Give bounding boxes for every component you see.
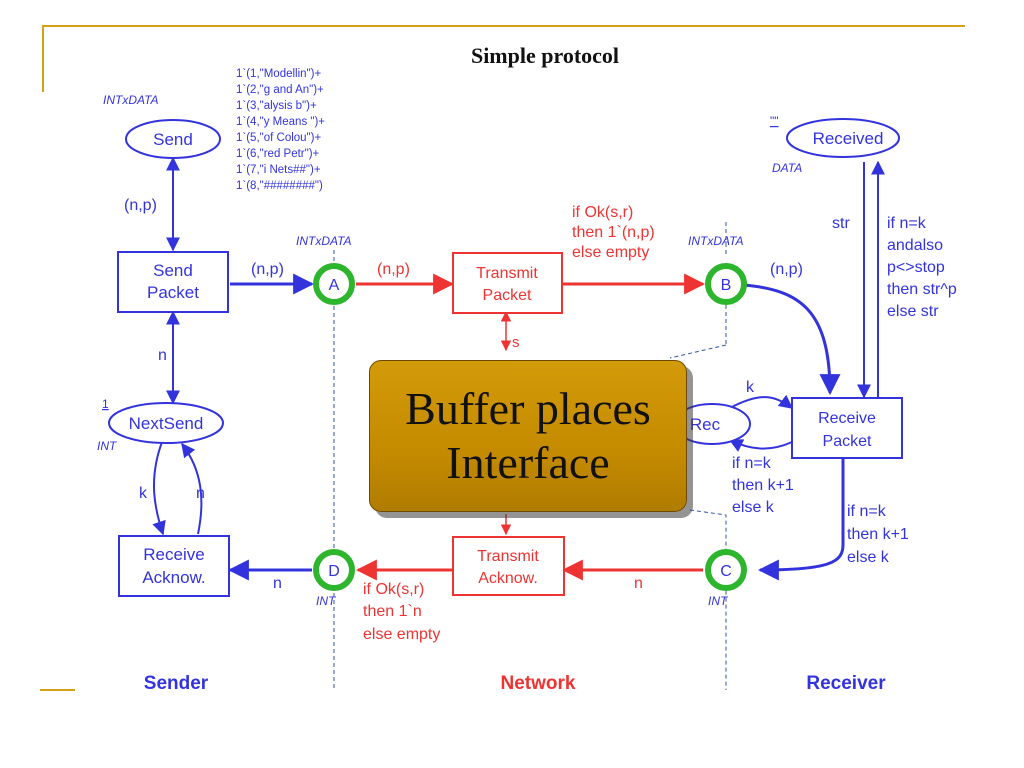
svg-text:1`(8,"########"): 1`(8,"########") (236, 180, 323, 192)
place-send-label: Send (153, 130, 193, 149)
svg-text:s: s (512, 334, 520, 351)
svg-text:k: k (746, 379, 755, 396)
place-c-label: C (720, 563, 732, 580)
svg-text:Receive: Receive (818, 410, 876, 427)
svg-text:str: str (832, 215, 850, 232)
svg-text:k: k (139, 485, 148, 502)
svg-text:n: n (273, 575, 282, 592)
svg-text:Receive: Receive (143, 545, 204, 564)
slide-accent-lines (40, 25, 965, 691)
place-a[interactable]: A (313, 263, 355, 305)
place-received[interactable]: Received (786, 118, 900, 158)
c-type: INT (708, 594, 729, 608)
svg-text:(n,p): (n,p) (377, 261, 410, 278)
nextsend-type: INT (97, 439, 118, 453)
place-send[interactable]: Send (125, 119, 221, 159)
transition-receive-acknow[interactable]: Receive Acknow. (118, 535, 230, 597)
place-rec-label: Rec (690, 415, 721, 434)
transition-transmit-acknow[interactable]: Transmit Acknow. (452, 536, 565, 596)
svg-text:Packet: Packet (823, 433, 872, 450)
svg-text:n: n (634, 575, 643, 592)
svg-text:Send: Send (153, 261, 193, 280)
place-received-label: Received (813, 129, 884, 148)
section-receiver: Receiver (806, 673, 886, 694)
place-b[interactable]: B (705, 263, 747, 305)
place-d-label: D (328, 563, 340, 580)
svg-text:(n,p): (n,p) (770, 261, 803, 278)
place-a-label: A (329, 277, 340, 294)
place-annotations: INTxDATA DATA "" INT 1 INTxDATA INTxDATA… (97, 93, 802, 608)
buffer-places-callout: Buffer places Interface (369, 360, 687, 512)
a-type: INTxDATA (296, 234, 352, 248)
svg-text:else empty: else empty (363, 626, 440, 643)
callout-line-1: Buffer places (405, 383, 651, 434)
svg-text:then k+1: then k+1 (732, 477, 794, 494)
d-type: INT (316, 594, 337, 608)
svg-text:then str^p: then str^p (887, 281, 957, 298)
svg-text:then k+1: then k+1 (847, 526, 909, 543)
section-labels: Sender Network Receiver (144, 673, 886, 694)
place-nextsend-label: NextSend (129, 414, 204, 433)
network-arcs (355, 273, 706, 581)
transition-receive-packet[interactable]: Receive Packet (791, 397, 903, 459)
svg-text:Packet: Packet (483, 287, 532, 304)
interface-lines (333, 222, 727, 690)
svg-text:Transmit: Transmit (477, 548, 539, 565)
sender-receiver-arcs (152, 156, 885, 581)
svg-text:1`(4,"y Means ")+: 1`(4,"y Means ")+ (236, 116, 325, 128)
section-sender: Sender (144, 673, 209, 694)
nextsend-marking: 1 (102, 397, 109, 411)
send-initial-marking: 1`(1,"Modellin")+ 1`(2,"g and An")+ 1`(3… (236, 68, 325, 192)
svg-text:Transmit: Transmit (476, 265, 538, 282)
received-marking: "" (770, 114, 779, 128)
svg-text:if n=k: if n=k (847, 503, 887, 520)
svg-text:1`(1,"Modellin")+: 1`(1,"Modellin")+ (236, 68, 321, 80)
svg-text:(n,p): (n,p) (124, 197, 157, 214)
svg-text:Acknow.: Acknow. (478, 570, 538, 587)
transition-send-packet[interactable]: Send Packet (117, 251, 229, 313)
svg-text:then 1`n: then 1`n (363, 603, 422, 620)
svg-text:p<>stop: p<>stop (887, 259, 945, 276)
svg-text:(n,p): (n,p) (251, 261, 284, 278)
svg-text:andalso: andalso (887, 237, 943, 254)
svg-text:n: n (196, 485, 205, 502)
place-c[interactable]: C (705, 549, 747, 591)
slide-title: Simple protocol (471, 43, 619, 68)
received-type: DATA (772, 161, 802, 175)
svg-text:if Ok(s,r): if Ok(s,r) (572, 204, 633, 221)
transition-transmit-packet[interactable]: Transmit Packet (452, 252, 563, 314)
svg-text:else empty: else empty (572, 244, 649, 261)
place-nextsend[interactable]: NextSend (108, 402, 224, 444)
svg-text:1`(2,"g and An")+: 1`(2,"g and An")+ (236, 84, 324, 96)
arc-inscriptions: (n,p) (n,p) (n,p) if Ok(s,r) then 1`(n,p… (124, 197, 957, 643)
callout-line-2: Interface (446, 437, 610, 488)
place-b-label: B (721, 277, 732, 294)
send-type: INTxDATA (103, 93, 159, 107)
svg-text:else str: else str (887, 303, 939, 320)
svg-text:else k: else k (732, 499, 775, 516)
svg-text:if n=k: if n=k (732, 455, 772, 472)
svg-text:if n=k: if n=k (887, 215, 927, 232)
svg-text:1`(5,"of Colou")+: 1`(5,"of Colou")+ (236, 132, 321, 144)
svg-text:1`(3,"alysis b")+: 1`(3,"alysis b")+ (236, 100, 317, 112)
svg-text:Acknow.: Acknow. (142, 568, 205, 587)
place-d[interactable]: D (313, 549, 355, 591)
svg-text:then 1`(n,p): then 1`(n,p) (572, 224, 655, 241)
svg-text:n: n (158, 347, 167, 364)
svg-text:1`(6,"red Petr")+: 1`(6,"red Petr")+ (236, 148, 320, 160)
b-type: INTxDATA (688, 234, 744, 248)
svg-text:else k: else k (847, 549, 890, 566)
svg-text:Packet: Packet (147, 283, 199, 302)
svg-text:if Ok(s,r): if Ok(s,r) (363, 581, 424, 598)
section-network: Network (501, 673, 576, 694)
svg-text:1`(7,"i Nets##")+: 1`(7,"i Nets##")+ (236, 164, 321, 176)
